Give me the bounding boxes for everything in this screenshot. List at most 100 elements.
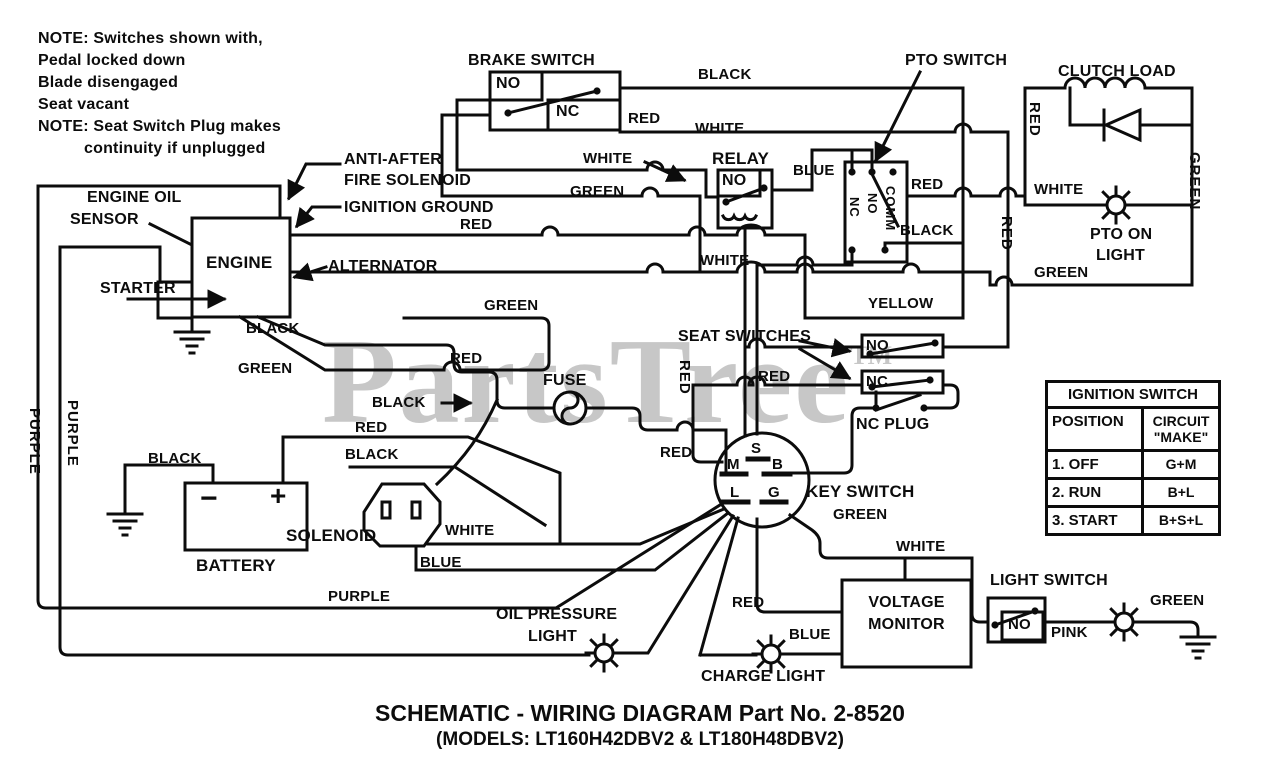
- key-switch-terminals: [719, 456, 793, 505]
- brake-no-box: [488, 70, 544, 102]
- label-voltage-monitor-1: VOLTAGE: [868, 594, 945, 611]
- fuse-element: [560, 390, 580, 426]
- wire-black-pto: [883, 241, 965, 252]
- label-voltage-monitor-2: MONITOR: [868, 616, 945, 633]
- wire-label-black-battery-feed: BLACK: [345, 446, 399, 463]
- wire-label-purple-outer: PURPLE: [26, 408, 43, 475]
- diagram-title: SCHEMATIC - WIRING DIAGRAM Part No. 2-85…: [375, 700, 905, 726]
- relay-coil: [721, 212, 758, 222]
- white-relay-arrow: [643, 160, 687, 182]
- wire-label-black-engine: BLACK: [246, 320, 300, 337]
- ignition-row-run-circuit: B+L: [1144, 480, 1221, 505]
- light-no: NO: [1008, 616, 1031, 633]
- anti-after-arrow: [286, 162, 342, 201]
- seat-switch-arrow-1: [798, 338, 852, 358]
- wire-label-red-monitor: RED: [732, 594, 765, 611]
- wire-black-battery-feed: [348, 465, 548, 528]
- headlight-icon: [1104, 602, 1144, 642]
- label-anti-after-2: FIRE SOLENOID: [344, 172, 472, 189]
- watermark: PartsTreeTM: [322, 312, 892, 452]
- key-terminal-s: S: [751, 440, 762, 457]
- wire-label-black-fuse-feed: BLACK: [372, 394, 426, 411]
- relay-no: NO: [722, 172, 747, 189]
- ignition-ground-arrow: [294, 205, 342, 229]
- solenoid-terminal-1: [380, 500, 392, 520]
- label-starter: STARTER: [100, 280, 176, 297]
- ignition-col-position: POSITION: [1048, 409, 1144, 449]
- ignition-row-start-position: 3. START: [1048, 508, 1144, 533]
- wire-label-green-clutch: GREEN: [1186, 152, 1203, 211]
- wire-label-white-key: WHITE: [896, 538, 946, 555]
- relay-contact-diagonal: [724, 186, 766, 204]
- wire-purple-outer: [36, 184, 723, 610]
- wire-label-red-fuse-feed: RED: [450, 350, 483, 367]
- note-line-5: NOTE: Seat Switch Plug makes: [38, 118, 281, 135]
- label-fuse: FUSE: [543, 372, 587, 389]
- wire-white-green-bus: [288, 260, 1194, 287]
- wire-blue-solenoid: [414, 510, 731, 572]
- wire-label-white-top: WHITE: [695, 120, 745, 137]
- battery-ground-icon: [106, 512, 144, 537]
- wire-red-monitor: [755, 517, 844, 614]
- battery-plus: +: [270, 480, 287, 511]
- wire-label-red-pto-vert: RED: [998, 216, 1015, 251]
- sensor-leader: [147, 221, 193, 247]
- wire-to-solenoid: [434, 398, 499, 487]
- label-anti-after-1: ANTI-AFTER: [344, 151, 442, 168]
- note-line-4: Seat vacant: [38, 96, 130, 113]
- label-brake-switch: BRAKE SWITCH: [468, 52, 595, 69]
- ignition-col-circuit: CIRCUIT "MAKE": [1144, 409, 1221, 449]
- label-pto-switch: PTO SWITCH: [905, 52, 1008, 69]
- wire-green-relay: [440, 113, 702, 274]
- ignition-switch-table: IGNITION SWITCH POSITION CIRCUIT "MAKE" …: [1045, 380, 1221, 536]
- wire-label-blue-monitor: BLUE: [789, 626, 831, 643]
- wire-label-red-seat-nc: RED: [758, 368, 791, 385]
- wire-seat-nc-to-key: [691, 375, 864, 464]
- brake-contact-diagonal: [506, 89, 599, 115]
- pto-comm: COMM: [883, 186, 898, 232]
- light-switch-no-box: [1000, 610, 1045, 642]
- wire-label-red-seat-vert: RED: [676, 360, 693, 395]
- wire-black-red-fuse-feed: [256, 315, 555, 410]
- wire-black-top: [618, 86, 965, 320]
- seat-nc-contact: [870, 378, 932, 389]
- wire-red-pto: [905, 186, 1027, 198]
- wire-label-pink: PINK: [1051, 624, 1088, 641]
- wire-label-green-bus: GREEN: [1034, 264, 1089, 281]
- wire-label-green-key: GREEN: [833, 506, 888, 523]
- seat-nc: NC: [866, 373, 889, 390]
- wire-fuse-out: [585, 406, 728, 472]
- pto-nc: NC: [847, 197, 862, 218]
- seat-switch-arrow-2: [797, 346, 852, 381]
- brake-no: NO: [496, 75, 521, 92]
- label-solenoid: SOLENOID: [286, 526, 377, 545]
- wire-label-red-key: RED: [660, 444, 693, 461]
- nc-plug-contact: [874, 390, 922, 412]
- wire-purple-oil: [58, 245, 736, 657]
- pto-switch-arrow: [873, 69, 923, 163]
- brake-nc-box: [546, 98, 622, 132]
- ignition-row-off-position: 1. OFF: [1048, 452, 1144, 477]
- key-terminal-b: B: [772, 456, 784, 473]
- ignition-row-off-circuit: G+M: [1144, 452, 1221, 477]
- pto-no: NO: [865, 193, 880, 215]
- label-key-switch: KEY SWITCH: [806, 482, 915, 501]
- diode-icon: [1102, 107, 1142, 143]
- seat-no: NO: [866, 337, 889, 354]
- wire-label-purple-inner: PURPLE: [64, 400, 81, 467]
- key-switch-circle: [713, 431, 811, 529]
- label-oil-light-1: OIL PRESSURE: [496, 606, 618, 623]
- label-charge-light: CHARGE LIGHT: [701, 668, 826, 685]
- clutch-load-outline: [1023, 76, 1194, 287]
- wire-label-yellow: YELLOW: [868, 295, 934, 312]
- ground-symbols: [106, 330, 1217, 660]
- wire-label-white-solenoid: WHITE: [445, 522, 495, 539]
- wire-label-black-pto: BLACK: [900, 222, 954, 239]
- wire-red-top: [618, 122, 1010, 347]
- battery-minus: −: [200, 482, 218, 515]
- label-relay: RELAY: [712, 149, 770, 168]
- light-ground-icon: [1179, 635, 1217, 660]
- wire-label-red-pto: RED: [911, 176, 944, 193]
- wire-label-red-clutch: RED: [1026, 102, 1043, 137]
